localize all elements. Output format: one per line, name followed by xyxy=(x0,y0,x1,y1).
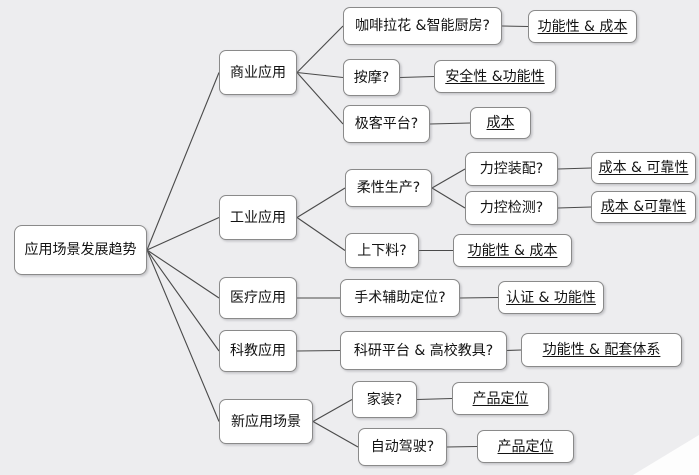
node-new-scenarios[interactable]: 新应用场景 xyxy=(219,399,313,444)
edge-n-massage-to-n-safe-func xyxy=(399,75,435,79)
node-label: 功能性 & 成本 xyxy=(467,242,558,259)
node-label: 柔性生产? xyxy=(356,180,421,196)
edge-n-business-to-n-massage xyxy=(296,71,344,79)
node-industrial[interactable]: 工业应用 xyxy=(219,195,297,240)
node-label: 力控装配? xyxy=(479,161,544,177)
edge-n-research-to-n-func-system xyxy=(506,349,522,352)
node-label: 家装? xyxy=(366,391,403,408)
edge-n-surgery-to-n-cert-func xyxy=(459,296,499,299)
node-label: 极客平台? xyxy=(354,116,419,132)
node-geek[interactable]: 极客平台? xyxy=(343,105,430,143)
node-label: 安全性 &功能性 xyxy=(445,68,545,85)
node-coffee[interactable]: 咖啡拉花 &智能厨房? xyxy=(343,7,502,45)
edge-root-to-n-medical xyxy=(146,249,220,299)
node-business[interactable]: 商业应用 xyxy=(219,50,297,95)
node-safe-func[interactable]: 安全性 &功能性 xyxy=(434,60,556,93)
node-label: 手术辅助定位? xyxy=(354,290,446,306)
edge-n-assembly-to-n-cost-rel-1 xyxy=(557,167,592,170)
edge-n-new-scenarios-to-n-home xyxy=(312,399,353,422)
node-loading[interactable]: 上下料? xyxy=(345,233,419,268)
node-education[interactable]: 科教应用 xyxy=(219,330,297,372)
node-label: 按摩? xyxy=(353,69,390,86)
edge-root-to-n-business xyxy=(146,72,220,251)
node-massage[interactable]: 按摩? xyxy=(343,59,400,96)
edge-n-education-to-n-research xyxy=(296,349,341,352)
node-label: 科教应用 xyxy=(230,343,286,359)
node-label: 功能性 & 成本 xyxy=(537,18,628,35)
node-cost[interactable]: 成本 xyxy=(470,107,531,139)
node-label: 自动驾驶? xyxy=(370,439,435,455)
node-cert-func[interactable]: 认证 & 功能性 xyxy=(498,281,604,314)
edge-n-home-to-n-product-pos-1 xyxy=(416,397,453,401)
node-label: 成本 & 可靠性 xyxy=(598,160,689,176)
edge-root-to-n-education xyxy=(146,249,220,352)
edge-n-geek-to-n-cost xyxy=(429,122,471,125)
node-cost-rel-1[interactable]: 成本 & 可靠性 xyxy=(591,152,696,184)
edge-n-business-to-n-geek xyxy=(296,72,344,125)
node-func-cost-2[interactable]: 功能性 & 成本 xyxy=(453,234,572,267)
node-product-pos-2[interactable]: 产品定位 xyxy=(477,430,574,463)
node-surgery[interactable]: 手术辅助定位? xyxy=(340,279,460,317)
node-label: 应用场景发展趋势 xyxy=(24,242,137,258)
node-label: 上下料? xyxy=(357,242,407,259)
edge-n-flexible-to-n-assembly xyxy=(431,168,466,189)
node-home[interactable]: 家装? xyxy=(352,381,417,418)
node-label: 咖啡拉花 &智能厨房? xyxy=(355,18,490,34)
node-root[interactable]: 应用场景发展趋势 xyxy=(14,225,147,275)
node-medical[interactable]: 医疗应用 xyxy=(219,277,297,319)
edge-n-detection-to-n-cost-rel-2 xyxy=(557,206,592,209)
node-label: 产品定位 xyxy=(472,390,529,407)
node-label: 成本 xyxy=(486,115,515,131)
node-label: 认证 & 功能性 xyxy=(506,289,596,306)
edge-n-business-to-n-coffee xyxy=(296,25,344,73)
edge-n-driving-to-n-product-pos-2 xyxy=(446,445,478,448)
node-label: 新应用场景 xyxy=(231,413,301,430)
node-label: 商业应用 xyxy=(230,64,286,81)
node-func-cost-1[interactable]: 功能性 & 成本 xyxy=(528,10,637,43)
node-label: 成本 &可靠性 xyxy=(600,199,687,215)
node-driving[interactable]: 自动驾驶? xyxy=(358,428,447,466)
node-cost-rel-2[interactable]: 成本 &可靠性 xyxy=(591,191,696,223)
node-flexible[interactable]: 柔性生产? xyxy=(345,169,432,207)
edge-n-new-scenarios-to-n-driving xyxy=(312,421,359,448)
node-label: 产品定位 xyxy=(497,438,554,455)
node-label: 工业应用 xyxy=(230,209,286,226)
node-func-system[interactable]: 功能性 & 配套体系 xyxy=(521,333,682,367)
node-assembly[interactable]: 力控装配? xyxy=(465,152,558,186)
edge-n-coffee-to-n-func-cost-1 xyxy=(501,25,529,28)
node-detection[interactable]: 力控检测? xyxy=(465,191,558,225)
edge-root-to-n-industrial xyxy=(146,216,220,251)
edge-root-to-n-new-scenarios xyxy=(146,249,220,422)
page-corner xyxy=(633,435,699,475)
node-label: 力控检测? xyxy=(479,200,544,216)
node-research[interactable]: 科研平台 & 高校教具? xyxy=(340,331,507,370)
edge-n-flexible-to-n-detection xyxy=(431,187,466,209)
node-product-pos-1[interactable]: 产品定位 xyxy=(452,382,549,415)
node-label: 医疗应用 xyxy=(230,290,286,306)
edge-n-industrial-to-n-flexible xyxy=(296,187,346,218)
node-label: 功能性 & 配套体系 xyxy=(542,342,661,358)
node-label: 科研平台 & 高校教具? xyxy=(353,342,494,359)
edge-n-industrial-to-n-loading xyxy=(296,217,346,251)
